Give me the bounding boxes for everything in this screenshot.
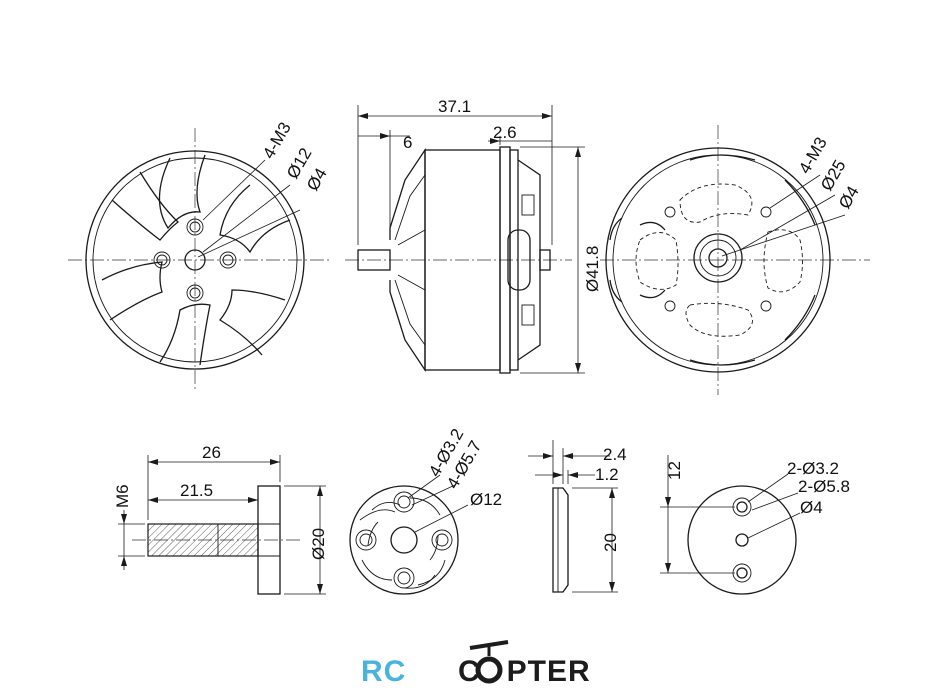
side-label-1: 37.1 bbox=[438, 97, 471, 116]
small-plate-label-2: 2-Ø3.2 bbox=[787, 459, 839, 478]
shaft-label-4: Ø20 bbox=[309, 528, 328, 560]
small-plate-view: 12 2-Ø3.2 2-Ø5.8 Ø4 bbox=[660, 455, 850, 595]
small-plate-label-4: Ø4 bbox=[800, 498, 823, 517]
front-label-1: 4-M3 bbox=[259, 119, 295, 162]
plate-label-3: Ø12 bbox=[470, 490, 502, 509]
shaft-label-1: 26 bbox=[202, 443, 221, 462]
plate-side-label-3: 20 bbox=[601, 533, 620, 552]
mount-plate-view: 4-Ø3.2 4-Ø5.7 Ø12 bbox=[349, 425, 502, 595]
rear-label-3: Ø4 bbox=[835, 183, 863, 212]
rear-cutouts bbox=[609, 154, 816, 366]
side-view: 37.1 6 2.6 Ø41.8 bbox=[345, 97, 602, 374]
logo-part-1: RC bbox=[361, 655, 406, 688]
side-label-3: 2.6 bbox=[493, 123, 517, 142]
small-plate-label-3: 2-Ø5.8 bbox=[798, 477, 850, 496]
small-plate-label-1: 12 bbox=[665, 461, 684, 480]
side-label-2: 6 bbox=[403, 133, 412, 152]
plate-side-label-2: 1.2 bbox=[595, 465, 619, 484]
side-label-4: Ø41.8 bbox=[583, 246, 602, 292]
front-view: 4-M3 Ø12 Ø4 bbox=[68, 119, 331, 392]
front-spokes bbox=[101, 154, 291, 366]
front-label-3: Ø4 bbox=[303, 165, 331, 194]
plate-side-label-1: 2.4 bbox=[603, 445, 627, 464]
shaft-adapter-view: 26 21.5 M6 Ø20 bbox=[113, 443, 328, 595]
shaft-label-3: M6 bbox=[113, 484, 132, 508]
rear-view: 4-M3 Ø25 Ø4 bbox=[600, 125, 870, 395]
plate-side-view: 2.4 1.2 20 bbox=[528, 440, 627, 593]
shaft-label-2: 21.5 bbox=[180, 481, 213, 500]
rotor-icon bbox=[469, 640, 509, 684]
